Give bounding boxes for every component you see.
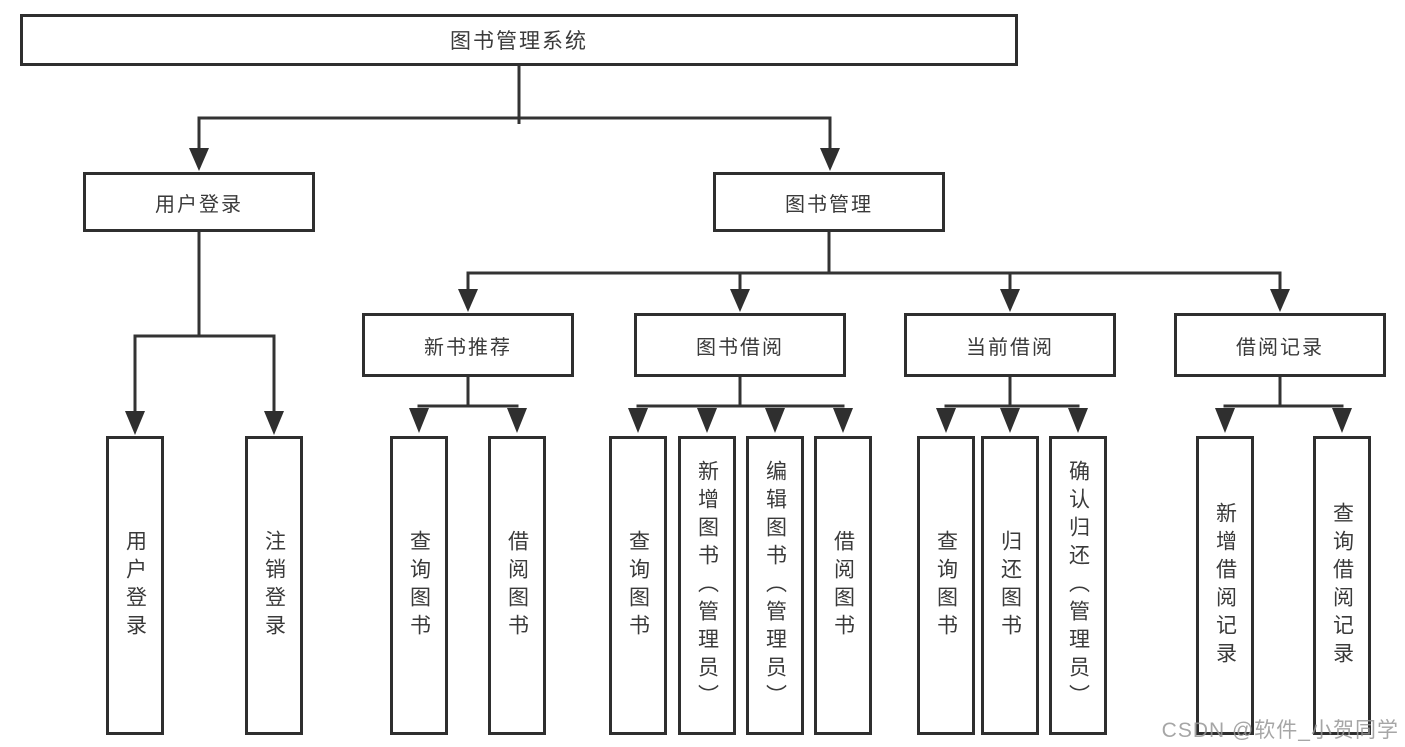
node-label: 图书管理 <box>785 193 873 216</box>
node-label: 查询图书 <box>626 529 650 642</box>
node-label: 图书管理系统 <box>450 30 588 53</box>
node-label: 新增图书（管理员） <box>695 459 719 712</box>
node-label: 图书借阅 <box>696 336 784 359</box>
node-label: 查询图书 <box>407 529 431 642</box>
leaf-user-login: 用户登录 <box>106 436 164 735</box>
node-label: 借阅记录 <box>1236 336 1324 359</box>
node-label: 当前借阅 <box>966 336 1054 359</box>
leaf-add-borrow-record: 新增借阅记录 <box>1196 436 1254 735</box>
node-book-borrowing: 图书借阅 <box>634 313 846 377</box>
node-label: 归还图书 <box>998 529 1022 642</box>
node-library-management-system: 图书管理系统 <box>20 14 1018 66</box>
node-label: 确认归还（管理员） <box>1066 459 1090 712</box>
node-label: 借阅图书 <box>831 529 855 642</box>
node-borrowing-records: 借阅记录 <box>1174 313 1386 377</box>
node-label: 查询借阅记录 <box>1330 501 1354 670</box>
node-new-book-recommend: 新书推荐 <box>362 313 574 377</box>
node-label: 用户登录 <box>155 193 243 216</box>
leaf-borrow-books-recommend: 借阅图书 <box>488 436 546 735</box>
node-label: 新增借阅记录 <box>1213 501 1237 670</box>
leaf-query-books-borrowing: 查询图书 <box>609 436 667 735</box>
leaf-query-books-recommend: 查询图书 <box>390 436 448 735</box>
leaf-add-book-admin: 新增图书（管理员） <box>678 436 736 735</box>
node-label: 注销登录 <box>262 529 286 642</box>
node-label: 编辑图书（管理员） <box>763 459 787 712</box>
leaf-query-borrow-record: 查询借阅记录 <box>1313 436 1371 735</box>
node-label: 借阅图书 <box>505 529 529 642</box>
node-label: 新书推荐 <box>424 336 512 359</box>
leaf-query-books-current: 查询图书 <box>917 436 975 735</box>
node-book-management: 图书管理 <box>713 172 945 232</box>
node-current-borrowing: 当前借阅 <box>904 313 1116 377</box>
node-label: 用户登录 <box>123 529 147 642</box>
leaf-edit-book-admin: 编辑图书（管理员） <box>746 436 804 735</box>
node-user-login: 用户登录 <box>83 172 315 232</box>
leaf-return-books: 归还图书 <box>981 436 1039 735</box>
node-label: 查询图书 <box>934 529 958 642</box>
csdn-watermark: CSDN @软件_小贺同学 <box>1161 719 1399 742</box>
leaf-confirm-return-admin: 确认归还（管理员） <box>1049 436 1107 735</box>
leaf-borrow-books-borrowing: 借阅图书 <box>814 436 872 735</box>
leaf-logout: 注销登录 <box>245 436 303 735</box>
